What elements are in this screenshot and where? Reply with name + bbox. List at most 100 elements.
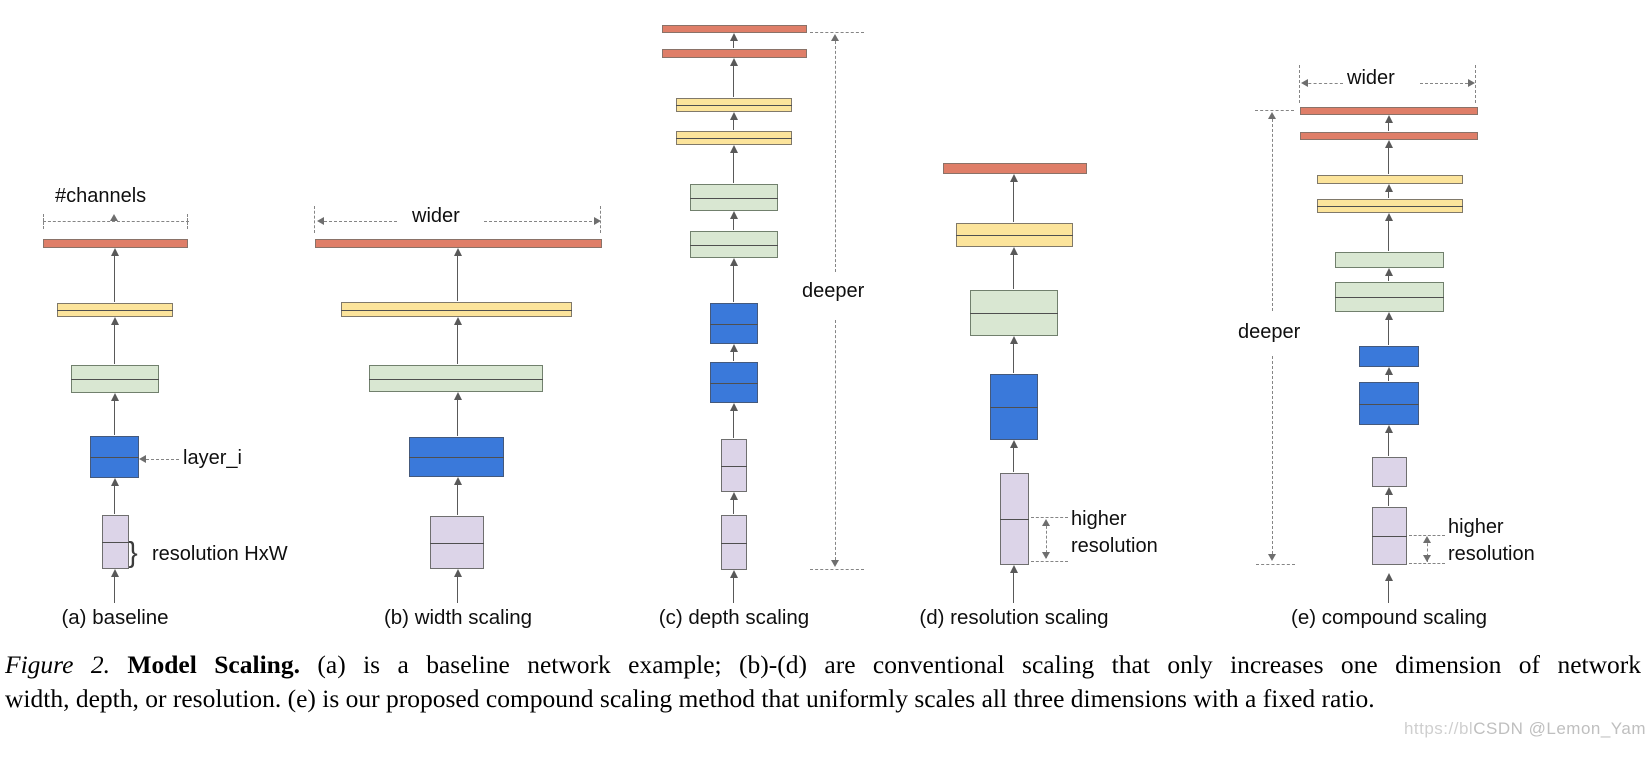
a-layer-block-lavender <box>102 515 129 569</box>
flow-arrow-line <box>1388 121 1390 131</box>
deeper-e-line-top <box>1272 119 1273 311</box>
wider-e-line-right <box>1420 83 1473 84</box>
flow-arrow-head <box>454 392 462 400</box>
block-divider <box>430 542 484 544</box>
c-layer-block-blue <box>710 303 758 344</box>
block-divider <box>90 457 139 458</box>
higherres-e-label-line1: higher <box>1448 516 1504 538</box>
c-layer-block-yellow <box>676 131 792 145</box>
block-divider <box>1000 519 1029 520</box>
flow-arrow-head <box>730 403 738 411</box>
figure-number: Figure 2. <box>5 650 110 679</box>
flow-arrow-head <box>1385 213 1393 221</box>
higherres-d-line-top <box>1031 517 1068 518</box>
flow-arrow-head <box>111 478 119 486</box>
flow-arrow-line <box>457 323 459 364</box>
figure-caption-line2: width, depth, or resolution. (e) is our … <box>5 684 1375 713</box>
flow-arrow-head <box>111 248 119 256</box>
d-layer-block-red <box>943 163 1087 174</box>
flow-arrow-line <box>1388 579 1390 603</box>
d-layer-block-lavender <box>1000 473 1029 565</box>
a-layer-block-yellow <box>57 303 173 317</box>
flow-arrow-line <box>733 151 735 183</box>
flow-arrow-line <box>1013 180 1015 222</box>
flow-arrow-line <box>114 323 116 364</box>
c-layer-block-lavender <box>721 515 747 570</box>
block-divider <box>1372 536 1407 537</box>
flow-arrow-line <box>1388 493 1390 506</box>
wider-e-tick-right <box>1475 65 1476 103</box>
flow-arrow-line <box>114 484 116 514</box>
figure-caption-text: (a) is a baseline network example; (b)-(… <box>317 650 1642 679</box>
figure-caption-line1: Figure 2. Model Scaling. (a) is a baseli… <box>5 648 1641 682</box>
flow-arrow-line <box>1388 373 1390 381</box>
flow-arrow-head <box>1385 573 1393 581</box>
flow-arrow-head <box>1010 565 1018 573</box>
d-layer-block-yellow <box>956 223 1073 247</box>
flow-arrow-line <box>733 498 735 514</box>
b-layer-block-lavender <box>430 516 484 569</box>
deeper-e-cap-top <box>1255 110 1294 111</box>
layer-pointer-arrow-icon <box>139 455 146 463</box>
flow-arrow-head <box>1385 268 1393 276</box>
flow-arrow-head <box>1385 367 1393 375</box>
channels-bracket-tick-left <box>43 214 44 229</box>
flow-arrow-head <box>730 570 738 578</box>
deeper-c-arrow-up-icon <box>831 34 839 41</box>
higherres-d-arrow-up-icon <box>1042 519 1050 526</box>
channels-bracket-tick-right <box>187 214 188 229</box>
flow-arrow-line <box>1388 190 1390 198</box>
c-layer-block-green <box>690 184 778 211</box>
higherres-e-line-bottom <box>1409 563 1445 564</box>
deeper-c-arrow-down-icon <box>831 560 839 567</box>
flow-arrow-head <box>1010 336 1018 344</box>
deeper-e-line-bottom <box>1272 356 1273 554</box>
diagram-caption-d: (d) resolution scaling <box>919 606 1109 629</box>
b-layer-block-red <box>315 239 602 248</box>
flow-arrow-head <box>730 33 738 41</box>
wider-b-label: wider <box>412 205 460 227</box>
c-layer-block-lavender <box>721 439 747 492</box>
higherres-e-arrow-down-icon <box>1423 555 1431 562</box>
flow-arrow-head <box>1385 312 1393 320</box>
csdn-watermark: https://blCSDN @Lemon_Yam <box>1404 719 1646 739</box>
watermark-text: CSDN @Lemon_Yam <box>1473 719 1646 738</box>
flow-arrow-head <box>730 58 738 66</box>
higherres-d-label-line1: higher <box>1071 508 1127 530</box>
figure-title: Model Scaling. <box>127 650 300 679</box>
flow-arrow-line <box>457 483 459 515</box>
b-layer-block-green <box>369 365 543 392</box>
flow-arrow-line <box>1388 146 1390 174</box>
deeper-c-line-bottom <box>835 320 836 560</box>
flow-arrow-line <box>1013 446 1015 472</box>
layer-label: layer_i <box>183 447 242 469</box>
flow-arrow-line <box>457 254 459 301</box>
wider-b-arrow-left-icon <box>317 217 324 225</box>
resolution-brace-icon: } <box>128 537 138 569</box>
flow-arrow-head <box>730 344 738 352</box>
block-divider <box>409 457 504 458</box>
wider-b-line-right <box>484 221 597 222</box>
c-layer-block-green <box>690 231 778 258</box>
flow-arrow-head <box>111 393 119 401</box>
higherres-d-line-bottom <box>1031 561 1068 562</box>
flow-arrow-line <box>733 576 735 603</box>
flow-arrow-line <box>457 398 459 436</box>
c-layer-block-red <box>662 49 807 58</box>
figure-caption: Figure 2. Model Scaling. (a) is a baseli… <box>5 648 1641 716</box>
block-divider <box>690 197 778 199</box>
block-divider <box>341 309 572 311</box>
flow-arrow-head <box>730 112 738 120</box>
b-layer-block-yellow <box>341 302 572 317</box>
e-layer-block-blue <box>1359 382 1419 425</box>
block-divider <box>990 407 1038 408</box>
c-layer-block-red <box>662 25 807 33</box>
e-layer-block-red <box>1300 107 1478 115</box>
diagram-caption-e: (e) compound scaling <box>1291 606 1487 629</box>
flow-arrow-head <box>454 569 462 577</box>
block-divider <box>676 138 792 139</box>
deeper-c-cap-top <box>810 32 864 33</box>
channels-label: #channels <box>55 185 147 207</box>
deeper-e-arrow-down-icon <box>1268 554 1276 561</box>
